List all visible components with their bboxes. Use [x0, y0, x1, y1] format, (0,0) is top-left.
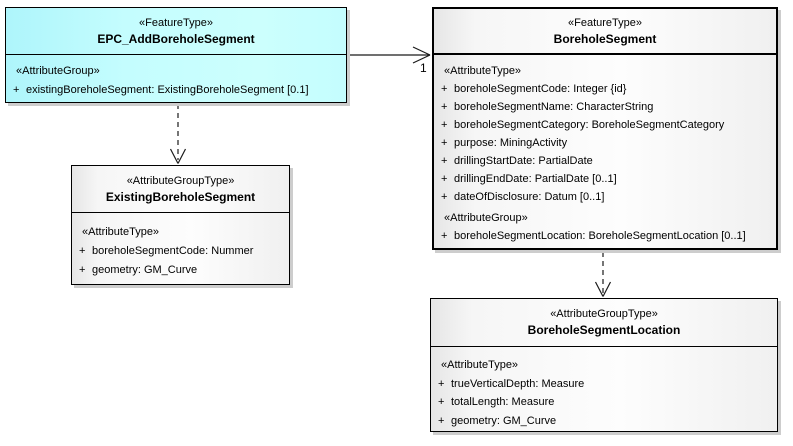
- attribute-text: dateOfDisclosure: Datum [0..1]: [454, 191, 605, 203]
- attribute-text: geometry: GM_Curve: [451, 414, 557, 427]
- stereotype-label: «AttributeGroupType»: [126, 174, 235, 187]
- attribute-compartment: «AttributeType» + boreholeSegmentCode: I…: [434, 55, 776, 245]
- attribute-row[interactable]: + totalLength: Measure: [431, 393, 777, 412]
- class-box-boreholesegmentlocation[interactable]: «AttributeGroupType» BoreholeSegmentLoca…: [430, 298, 778, 432]
- attribute-row[interactable]: + boreholeSegmentCategory: BoreholeSegme…: [434, 116, 776, 134]
- attribute-row[interactable]: + boreholeSegmentName: CharacterString: [434, 98, 776, 116]
- class-name: ExistingBoreholeSegment: [105, 189, 256, 204]
- attribute-row[interactable]: + drillingEndDate: PartialDate [0..1]: [434, 170, 776, 188]
- attribute-row[interactable]: + geometry: GM_Curve: [72, 261, 289, 280]
- attribute-row[interactable]: + existingBoreholeSegment: ExistingBoreh…: [6, 81, 346, 100]
- visibility-sign: +: [438, 414, 445, 427]
- visibility-sign: +: [438, 377, 445, 390]
- association-multiplicity-label: 1: [420, 61, 427, 75]
- visibility-sign: +: [13, 84, 20, 96]
- class-box-existingboreholesegment[interactable]: «AttributeGroupType» ExistingBoreholeSeg…: [71, 165, 290, 285]
- attribute-row[interactable]: + boreholeSegmentCode: Integer {id}: [434, 80, 776, 98]
- section-label: «AttributeType»: [441, 359, 519, 371]
- section-label: «AttributeType»: [444, 65, 522, 77]
- attribute-text: purpose: MiningActivity: [454, 137, 568, 149]
- attribute-row[interactable]: + boreholeSegmentLocation: BoreholeSegme…: [434, 227, 776, 245]
- class-name: EPC_AddBoreholeSegment: [97, 31, 255, 46]
- section-label: «AttributeGroup»: [16, 65, 100, 77]
- attribute-text: boreholeSegmentLocation: BoreholeSegment…: [454, 230, 746, 242]
- attribute-row[interactable]: + dateOfDisclosure: Datum [0..1]: [434, 188, 776, 206]
- section-label: «AttributeType»: [82, 226, 160, 238]
- attribute-text: boreholeSegmentCode: Nummer: [92, 245, 254, 257]
- attribute-text: drillingEndDate: PartialDate [0..1]: [454, 173, 617, 185]
- attribute-compartment: «AttributeType» + trueVerticalDepth: Mea…: [431, 347, 777, 430]
- attribute-row[interactable]: + trueVerticalDepth: Measure: [431, 375, 777, 394]
- attribute-compartment: «AttributeGroup» + existingBoreholeSegme…: [6, 55, 346, 100]
- attribute-text: existingBoreholeSegment: ExistingBorehol…: [26, 84, 309, 96]
- attribute-compartment: «AttributeType» + boreholeSegmentCode: N…: [72, 213, 289, 280]
- stereotype-label: «FeatureType»: [568, 16, 642, 29]
- visibility-sign: +: [441, 173, 448, 185]
- class-header: «AttributeGroupType» BoreholeSegmentLoca…: [431, 299, 777, 347]
- section-label: «AttributeGroup»: [444, 212, 528, 224]
- visibility-sign: +: [441, 137, 448, 149]
- attribute-text: drillingStartDate: PartialDate: [454, 155, 593, 167]
- attribute-text: geometry: GM_Curve: [92, 264, 198, 276]
- class-header: «AttributeGroupType» ExistingBoreholeSeg…: [72, 166, 289, 213]
- visibility-sign: +: [79, 264, 86, 276]
- class-box-boreholesegment[interactable]: «FeatureType» BoreholeSegment «Attribute…: [432, 7, 778, 250]
- attribute-row[interactable]: + drillingStartDate: PartialDate: [434, 152, 776, 170]
- dependency-epc-to-existingboreholesegment[interactable]: [169, 104, 187, 164]
- class-header: «FeatureType» BoreholeSegment: [434, 9, 776, 55]
- visibility-sign: +: [79, 245, 86, 257]
- visibility-sign: +: [438, 396, 445, 408]
- class-box-epc-addboreholesegment[interactable]: «FeatureType» EPC_AddBoreholeSegment «At…: [5, 7, 347, 103]
- dependency-boreholesegment-to-boreholesegmentlocation[interactable]: [594, 252, 612, 297]
- attribute-text: boreholeSegmentName: CharacterString: [454, 101, 654, 113]
- attribute-row[interactable]: + geometry: GM_Curve: [431, 412, 777, 431]
- class-header: «FeatureType» EPC_AddBoreholeSegment: [6, 8, 346, 55]
- attribute-text: trueVerticalDepth: Measure: [451, 377, 585, 390]
- class-name: BoreholeSegment: [553, 31, 657, 46]
- attribute-text: boreholeSegmentCategory: BoreholeSegment…: [454, 119, 725, 131]
- stereotype-label: «FeatureType»: [139, 16, 213, 29]
- visibility-sign: +: [441, 191, 448, 203]
- attribute-text: boreholeSegmentCode: Integer {id}: [454, 83, 627, 95]
- attribute-text: totalLength: Measure: [451, 396, 555, 408]
- attribute-row[interactable]: + purpose: MiningActivity: [434, 134, 776, 152]
- attribute-row[interactable]: + boreholeSegmentCode: Nummer: [72, 242, 289, 261]
- visibility-sign: +: [441, 230, 448, 242]
- visibility-sign: +: [441, 83, 448, 95]
- class-name: BoreholeSegmentLocation: [527, 323, 681, 337]
- stereotype-label: «AttributeGroupType»: [550, 308, 658, 320]
- visibility-sign: +: [441, 155, 448, 167]
- visibility-sign: +: [441, 119, 448, 131]
- visibility-sign: +: [441, 101, 448, 113]
- association-epc-to-boreholesegment[interactable]: [348, 46, 431, 64]
